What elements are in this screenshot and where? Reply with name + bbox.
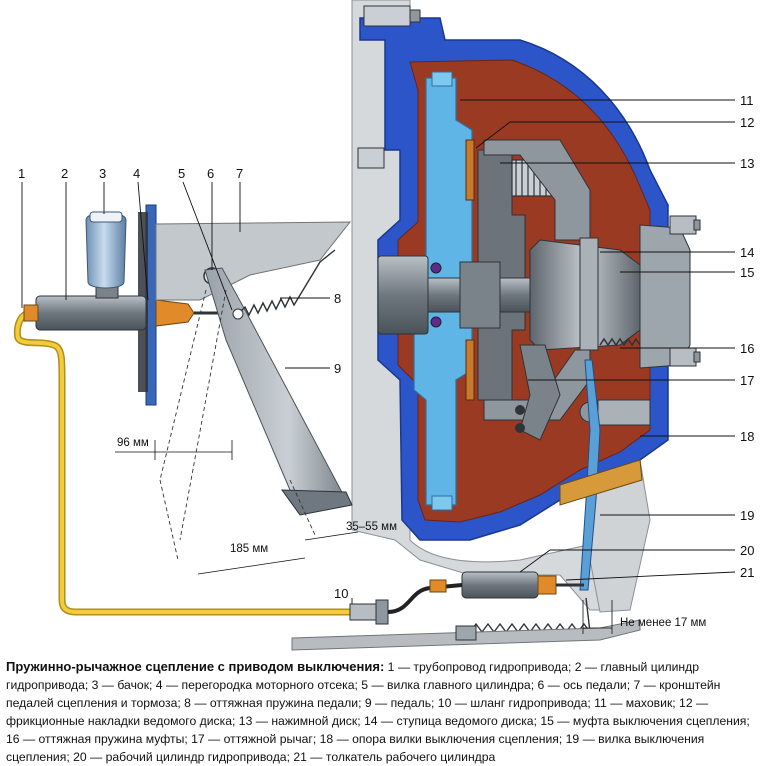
master-cylinder-boot	[155, 299, 195, 327]
figure-caption: Пружинно-рычажное сцепление с приводом в…	[6, 658, 762, 766]
hydraulic-pipe-inner	[15, 310, 350, 614]
release-fork	[579, 359, 601, 591]
caption-title: Пружинно-рычажное сцепление с приводом в…	[6, 659, 385, 674]
bolt-left-housing	[357, 147, 385, 169]
friction-lining-bottom	[465, 339, 475, 401]
bolt-top-housing	[363, 5, 421, 27]
label-9: 9	[334, 361, 341, 376]
label-10: 10	[334, 586, 348, 601]
label-12: 12	[740, 115, 754, 130]
pedal-return-spring	[239, 249, 336, 317]
label-8: 8	[334, 291, 341, 306]
bearing-top	[430, 262, 442, 274]
pedal-travel-outline	[159, 289, 316, 561]
working-cylinder	[461, 571, 539, 599]
caption-text: 1 — трубопровод гидропривода; 2 — главны…	[6, 660, 750, 764]
release-lever-pin-2	[515, 423, 525, 433]
label-19: 19	[740, 508, 754, 523]
pushrod-pivot	[232, 308, 244, 320]
label-4: 4	[133, 166, 140, 181]
clutch-diagram: 1 2 3 4 5 6 7 8 9 10 11 12 13 14 15 16 1…	[13, 0, 754, 651]
reservoir-cap	[89, 211, 123, 223]
dimension-185mm: 185 мм	[230, 543, 268, 555]
friction-lining-top	[465, 139, 475, 201]
hose-fitting	[349, 603, 377, 621]
bolt-bottom-right	[669, 347, 701, 367]
fork-support-bracket	[597, 399, 651, 426]
dimension-min-17mm: Не менее 17 мм	[620, 617, 706, 629]
label-21: 21	[740, 565, 754, 580]
master-cylinder	[35, 295, 147, 331]
dimension-lines	[115, 440, 613, 634]
hose-fitting-nut	[375, 599, 389, 625]
pedal-pad	[281, 489, 353, 516]
label-15: 15	[740, 265, 754, 280]
driven-disc-hub	[459, 261, 501, 329]
dimension-35-55mm: 35–55 мм	[346, 521, 397, 533]
fork-boot	[559, 459, 643, 506]
label-11: 11	[740, 93, 754, 108]
flywheel-ring-gear-bottom	[431, 495, 453, 511]
gearbox-front-cover	[639, 224, 691, 369]
label-14: 14	[740, 245, 754, 260]
sleeve-return-spring	[599, 337, 641, 347]
leader-lines	[21, 99, 736, 604]
floor-bracket	[455, 625, 477, 641]
label-7: 7	[236, 166, 243, 181]
dimension-96mm: 96 мм	[117, 437, 149, 449]
label-13: 13	[740, 156, 754, 171]
label-16: 16	[740, 341, 754, 356]
bearing-bottom	[430, 316, 442, 328]
label-2: 2	[61, 166, 68, 181]
hose-end-fitting	[429, 579, 447, 593]
clutch-cover	[483, 139, 591, 241]
pedal	[204, 267, 346, 511]
flywheel-ring-gear	[431, 71, 453, 87]
label-6: 6	[207, 166, 214, 181]
crankshaft-end	[377, 255, 429, 335]
working-cylinder-boot	[537, 575, 557, 595]
release-lever-pin-1	[515, 405, 525, 415]
release-bearing	[579, 237, 599, 351]
label-17: 17	[740, 373, 754, 388]
master-cylinder-port	[23, 304, 39, 322]
label-18: 18	[740, 429, 754, 444]
release-lever	[519, 344, 561, 441]
bolt-top-right	[669, 215, 701, 235]
label-20: 20	[740, 543, 754, 558]
label-3: 3	[99, 166, 106, 181]
label-5: 5	[178, 166, 185, 181]
fork-return-spring	[469, 597, 591, 635]
label-1: 1	[18, 166, 25, 181]
reservoir	[85, 212, 127, 289]
hydraulic-hose	[387, 583, 463, 614]
